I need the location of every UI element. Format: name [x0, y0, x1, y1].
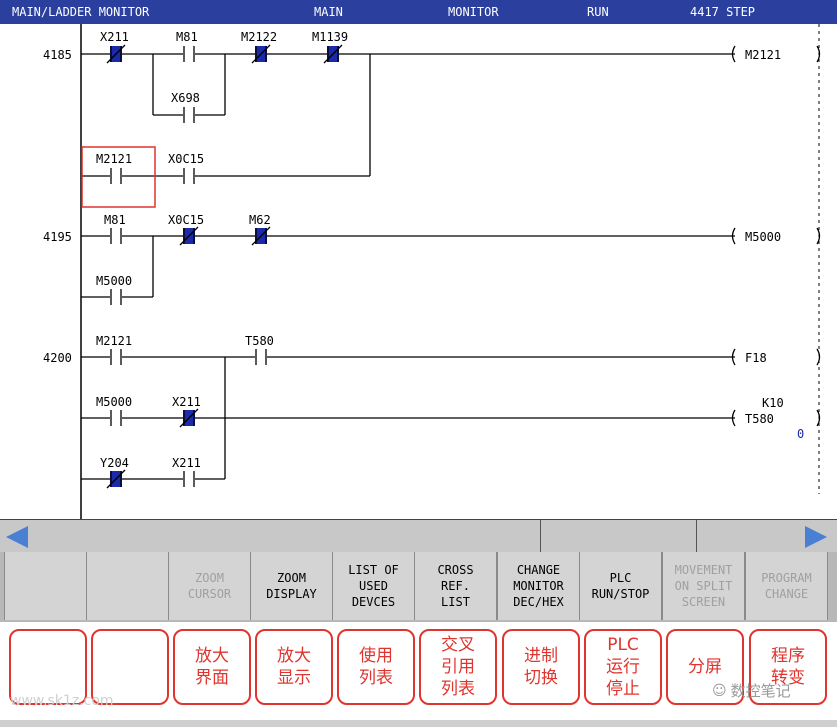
contact-y204[interactable]: [106, 469, 126, 489]
annotation-box: 分屏: [666, 629, 744, 705]
contact-x211-c[interactable]: [183, 470, 195, 488]
contact-m2121-b[interactable]: [110, 348, 122, 366]
contact-label: M5000: [96, 395, 132, 409]
contact-m1139[interactable]: [323, 44, 343, 64]
contact-label: M5000: [96, 274, 132, 288]
watermark-text: 数控笔记: [730, 682, 791, 700]
softkey-plc-run-stop[interactable]: PLC RUN/STOP: [579, 552, 662, 620]
step-count: 4417 STEP: [690, 5, 756, 19]
contact-label: X698: [171, 91, 200, 105]
contact-x698[interactable]: [183, 106, 195, 124]
contact-label: X0C15: [168, 213, 204, 227]
cursor-box: [81, 146, 156, 208]
softkey-1[interactable]: [4, 552, 87, 620]
contact-label: M1139: [312, 30, 348, 44]
contact-label: X211: [172, 395, 201, 409]
softkey-list-of-used-devices[interactable]: LIST OF USED DEVCES: [332, 552, 415, 620]
softkey-change-monitor[interactable]: CHANGE MONITOR DEC/HEX: [497, 552, 580, 620]
softkey-movement-split-screen[interactable]: MOVEMENT ON SPLIT SCREEN: [662, 552, 745, 620]
contact-label: M2121: [96, 152, 132, 166]
run-state: RUN: [587, 5, 609, 19]
contact-x211[interactable]: [106, 44, 126, 64]
contact-label: X211: [172, 456, 201, 470]
annotation-box: [9, 629, 87, 705]
mode-label: MONITOR: [448, 5, 499, 19]
contact-m5000[interactable]: [110, 288, 122, 306]
contact-label: M2121: [96, 334, 132, 348]
annotation-box: 放大 显示: [255, 629, 333, 705]
contact-t580[interactable]: [255, 348, 267, 366]
screen-title: MAIN/LADDER MONITOR: [12, 5, 150, 19]
step-number-4195: 4195: [43, 230, 72, 244]
wechat-icon: ☺: [712, 682, 727, 699]
annotation-box: 使用 列表: [337, 629, 415, 705]
annotation-box: 交叉 引用 列表: [419, 629, 497, 705]
contact-m2121[interactable]: [110, 167, 122, 185]
contact-label: M62: [249, 213, 271, 227]
annotation-box: [91, 629, 169, 705]
contact-x211-b[interactable]: [179, 408, 199, 428]
next-menu-arrow-icon[interactable]: [805, 526, 827, 548]
contact-label: Y204: [100, 456, 129, 470]
contact-m81-b[interactable]: [110, 227, 122, 245]
step-number-4185: 4185: [43, 48, 72, 62]
contact-label: X0C15: [168, 152, 204, 166]
softkey-program-change[interactable]: PROGRAM CHANGE: [745, 552, 828, 620]
softkey-zoom-display[interactable]: ZOOM DISPLAY: [250, 552, 333, 620]
menu-navigation-bar: [0, 519, 837, 553]
watermark-url: www.sk1z.com: [10, 693, 114, 709]
softkey-zoom-cursor[interactable]: ZOOM CURSOR: [168, 552, 251, 620]
contact-label: T580: [245, 334, 274, 348]
coil-label: F18: [745, 351, 767, 365]
program-name: MAIN: [314, 5, 343, 19]
contact-label: M81: [104, 213, 126, 227]
title-bar: MAIN/LADDER MONITOR MAIN MONITOR RUN 441…: [0, 0, 837, 24]
coil-label: M2121: [745, 48, 781, 62]
timer-setting: K10: [762, 396, 784, 410]
bottom-border: [0, 720, 837, 727]
ladder-diagram[interactable]: 4185 X211 M81 X698 M2122: [0, 24, 837, 531]
softkey-cross-ref-list[interactable]: CROSS REF. LIST: [414, 552, 497, 620]
annotation-box: 进制 切换: [502, 629, 580, 705]
contact-m81[interactable]: [183, 45, 195, 63]
contact-label: M2122: [241, 30, 277, 44]
contact-label: X211: [100, 30, 129, 44]
annotation-box: PLC 运行 停止: [584, 629, 662, 705]
contact-m5000-b[interactable]: [110, 409, 122, 427]
contact-label: M81: [176, 30, 198, 44]
contact-x0c15-b[interactable]: [179, 226, 199, 246]
watermark-brand: ☺ 数控笔记: [712, 680, 791, 701]
contact-x0c15[interactable]: [183, 167, 195, 185]
softkey-2[interactable]: [86, 552, 169, 620]
annotation-box: 程序 转变: [749, 629, 827, 705]
annotation-strip: 放大 界面 放大 显示 使用 列表 交叉 引用 列表 进制 切换 PLC 运行 …: [0, 622, 837, 727]
prev-menu-arrow-icon[interactable]: [6, 526, 28, 548]
coil-label: T580: [745, 412, 774, 426]
step-number-4200: 4200: [43, 351, 72, 365]
softkey-bar: ZOOM CURSOR ZOOM DISPLAY LIST OF USED DE…: [0, 552, 837, 622]
timer-current-value: 0: [797, 427, 804, 441]
annotation-box: 放大 界面: [173, 629, 251, 705]
contact-m62[interactable]: [251, 226, 271, 246]
coil-label: M5000: [745, 230, 781, 244]
contact-m2122[interactable]: [251, 44, 271, 64]
